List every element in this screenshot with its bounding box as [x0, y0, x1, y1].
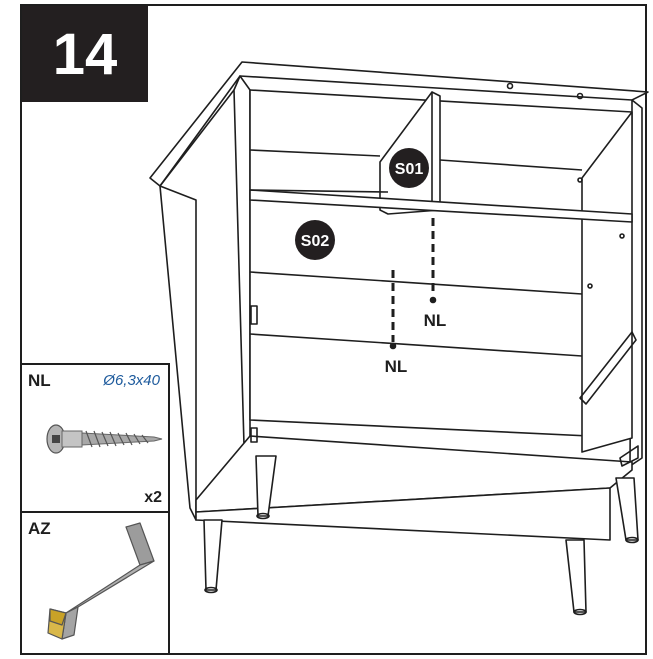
bracket-right-lower — [619, 445, 639, 467]
step-number: 14 — [52, 21, 118, 87]
cabinet-left-side — [233, 75, 251, 446]
hinge-left-upper — [250, 305, 258, 325]
cabinet-back-panel — [249, 89, 633, 439]
screw-label-upper: NL — [424, 311, 447, 330]
part-code-az: AZ — [28, 519, 51, 538]
cabinet-right-inner — [581, 111, 633, 453]
leg-back-right — [615, 477, 639, 544]
badge-s01: S01 — [389, 148, 429, 188]
step-number-badge: 14 — [22, 6, 148, 102]
screw-label-lower: NL — [385, 357, 408, 376]
hinge-left-lower — [250, 427, 258, 443]
drawer-runner — [579, 331, 637, 405]
shelf-main — [249, 189, 633, 223]
leg-back-left — [255, 455, 277, 520]
part-spec-nl: Ø6,3x40 — [103, 372, 160, 389]
badge-s02: S02 — [295, 220, 335, 260]
screw-icon — [46, 424, 163, 454]
label-s01: S01 — [395, 161, 424, 178]
label-s02: S02 — [301, 233, 330, 250]
hex-key-icon — [47, 522, 155, 640]
part-quantity-nl: x2 — [144, 489, 162, 506]
part-box-nl: NL Ø6,3x40 x2 — [20, 363, 170, 513]
cabinet-right-side — [629, 99, 643, 467]
part-code-nl: NL — [28, 371, 51, 390]
cabinet-front-apron — [195, 487, 611, 541]
leg-front-right — [565, 539, 587, 616]
part-box-az: AZ — [20, 511, 170, 655]
leg-front-left — [203, 519, 223, 594]
